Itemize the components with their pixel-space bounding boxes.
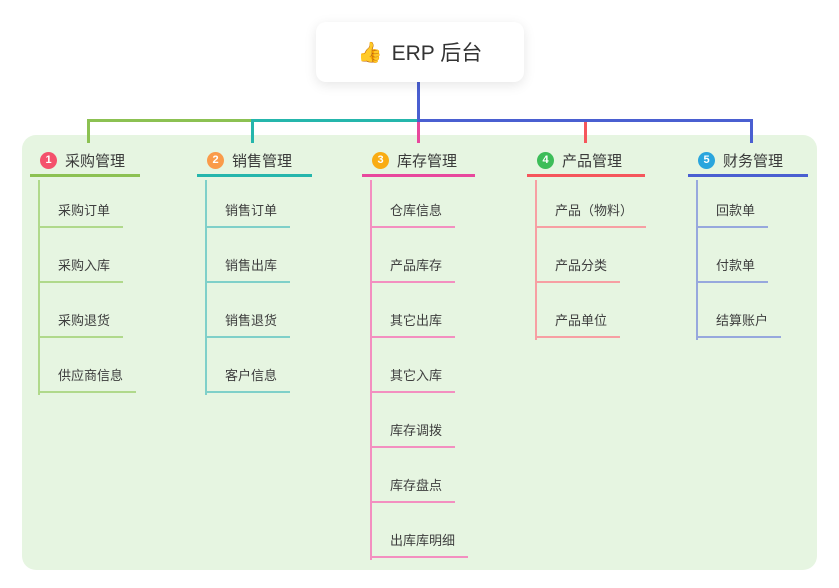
branch-label: 销售管理: [232, 152, 293, 170]
connector-trunk-segment-2: [251, 119, 420, 122]
branch-label: 库存管理: [397, 152, 458, 170]
branch-child-spine-1: [38, 180, 40, 395]
connector-root-stub: [417, 82, 420, 122]
branch-number-badge: 1: [40, 151, 57, 169]
connector-trunk-segment-1: [87, 119, 251, 122]
branch-child-spine-3: [370, 180, 372, 560]
branch-number-badge: 5: [698, 151, 715, 169]
connector-branch-drop-5: [750, 122, 753, 143]
root-label: ERP 后台: [391, 42, 483, 65]
child-node[interactable]: 付款单: [696, 257, 769, 283]
child-node[interactable]: 采购订单: [38, 202, 124, 228]
branch-header-5[interactable]: 5 财务管理: [688, 146, 808, 177]
child-node[interactable]: 产品（物料）: [535, 202, 647, 228]
child-node[interactable]: 其它入库: [370, 367, 456, 393]
branch-header-1[interactable]: 1 采购管理: [30, 146, 140, 177]
branch-number-badge: 4: [537, 151, 554, 169]
connector-trunk-segment-3: [417, 119, 753, 122]
branch-header-4[interactable]: 4 产品管理: [527, 146, 645, 177]
child-node[interactable]: 销售订单: [205, 202, 291, 228]
child-node[interactable]: 供应商信息: [38, 367, 137, 393]
child-node[interactable]: 采购退货: [38, 312, 124, 338]
branch-header-2[interactable]: 2 销售管理: [197, 146, 312, 177]
thumbs-up-icon: 👍: [357, 41, 383, 64]
child-node[interactable]: 产品分类: [535, 257, 621, 283]
branch-label: 产品管理: [562, 152, 623, 170]
child-node[interactable]: 采购入库: [38, 257, 124, 283]
branch-number-badge: 2: [207, 151, 224, 169]
connector-branch-drop-2: [251, 122, 254, 143]
child-node[interactable]: 产品单位: [535, 312, 621, 338]
child-node[interactable]: 回款单: [696, 202, 769, 228]
branch-label: 财务管理: [723, 152, 784, 170]
child-node[interactable]: 销售出库: [205, 257, 291, 283]
branch-label: 采购管理: [65, 152, 126, 170]
child-node[interactable]: 库存盘点: [370, 477, 456, 503]
branches-panel: [22, 135, 817, 570]
child-node[interactable]: 库存调拨: [370, 422, 456, 448]
branch-header-3[interactable]: 3 库存管理: [362, 146, 475, 177]
child-node[interactable]: 结算账户: [696, 312, 782, 338]
child-node[interactable]: 销售退货: [205, 312, 291, 338]
connector-branch-drop-4: [584, 122, 587, 143]
branch-child-spine-2: [205, 180, 207, 395]
child-node[interactable]: 出库库明细: [370, 532, 469, 558]
child-node[interactable]: 其它出库: [370, 312, 456, 338]
child-node[interactable]: 仓库信息: [370, 202, 456, 228]
connector-branch-drop-3: [417, 122, 420, 143]
root-node[interactable]: 👍 ERP 后台: [316, 22, 524, 82]
child-node[interactable]: 产品库存: [370, 257, 456, 283]
branch-child-spine-4: [535, 180, 537, 340]
child-node[interactable]: 客户信息: [205, 367, 291, 393]
branch-child-spine-5: [696, 180, 698, 340]
branch-number-badge: 3: [372, 151, 389, 169]
connector-branch-drop-1: [87, 122, 90, 143]
